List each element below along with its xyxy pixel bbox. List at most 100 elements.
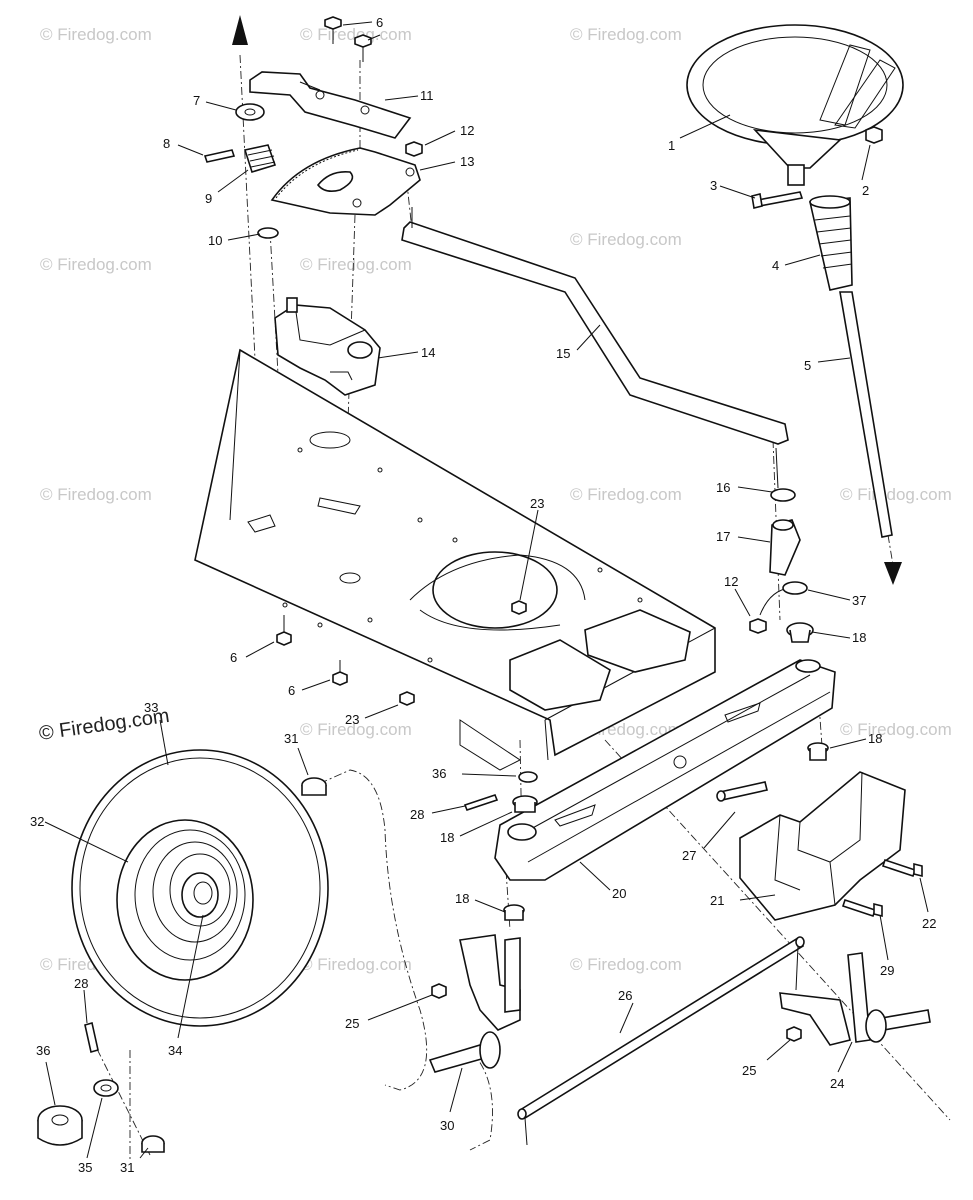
part-18-bushing-bottom <box>503 904 525 921</box>
callout-4: 4 <box>772 258 779 273</box>
callout-34: 34 <box>168 1043 182 1058</box>
watermark: © Firedog.com <box>300 255 412 274</box>
callout-31-upper: 31 <box>284 731 298 746</box>
part-25-nut-right <box>786 1026 802 1042</box>
part-8-pin <box>203 149 236 163</box>
part-7-washer <box>235 103 265 121</box>
watermark: © Firedog.com <box>570 955 682 974</box>
part-18-bushing-top <box>786 622 814 643</box>
callout-18-top: 18 <box>852 630 866 645</box>
part-30-spindle-left <box>428 934 521 1073</box>
arrow-icon <box>232 15 902 585</box>
callout-12-lower: 12 <box>724 574 738 589</box>
part-18-bushing-mid <box>807 742 829 761</box>
callout-6-left: 6 <box>230 650 237 665</box>
callout-22: 22 <box>922 916 936 931</box>
callout-20: 20 <box>612 886 626 901</box>
part-18-bushing-left <box>512 795 538 813</box>
callout-23-left: 23 <box>345 712 359 727</box>
part-22-bolt <box>881 858 923 878</box>
callout-18-left: 18 <box>440 830 454 845</box>
callout-28-upper: 28 <box>410 807 424 822</box>
part-6-bolts-top <box>324 16 372 62</box>
part-28-cotter-pin <box>463 794 499 811</box>
callout-17: 17 <box>716 529 730 544</box>
callout-35: 35 <box>78 1160 92 1175</box>
watermark: © Firedog.com <box>40 25 152 44</box>
part-16-washer <box>770 447 796 502</box>
callout-5: 5 <box>804 358 811 373</box>
part-35-washer <box>93 1079 119 1097</box>
callout-8: 8 <box>163 136 170 151</box>
callout-12-top: 12 <box>460 123 474 138</box>
part-10-bushing <box>257 227 279 239</box>
part-4-boot <box>809 195 853 291</box>
callout-6-mid: 6 <box>288 683 295 698</box>
callout-1: 1 <box>668 138 675 153</box>
callout-labels: 1 2 3 4 5 6 6 6 7 8 9 10 11 12 12 13 14 … <box>30 15 936 1175</box>
callout-9: 9 <box>205 191 212 206</box>
part-23-bolt <box>399 600 527 706</box>
callout-29: 29 <box>880 963 894 978</box>
part-14-support-bracket <box>274 297 381 396</box>
part-12-nut-top <box>405 141 423 157</box>
part-17-pitman-gear <box>769 519 801 576</box>
callout-30: 30 <box>440 1118 454 1133</box>
part-28-cotter-pin-lower <box>84 1021 99 1054</box>
part-11-cover-plate <box>249 71 412 139</box>
watermark: © Firedog.com <box>840 485 952 504</box>
callout-24: 24 <box>830 1076 844 1091</box>
part-20-front-axle <box>494 659 836 881</box>
part-27-pivot-pin <box>716 781 768 802</box>
part-12-nut <box>749 587 791 634</box>
callout-37: 37 <box>852 593 866 608</box>
callout-leaders <box>44 21 929 1159</box>
callout-36-upper: 36 <box>432 766 446 781</box>
watermark: © Firedog.com <box>570 230 682 249</box>
part-29-bolt <box>841 898 883 918</box>
callout-28-lower: 28 <box>74 976 88 991</box>
watermark: © Firedog.com <box>570 25 682 44</box>
callout-23-top: 23 <box>530 496 544 511</box>
callout-36-lower: 36 <box>36 1043 50 1058</box>
callout-2: 2 <box>862 183 869 198</box>
callout-14: 14 <box>421 345 435 360</box>
callout-33: 33 <box>144 700 158 715</box>
callout-32: 32 <box>30 814 44 829</box>
part-31-bushing <box>141 777 327 1153</box>
callout-21: 21 <box>710 893 724 908</box>
part-21-axle-bracket <box>739 771 906 921</box>
part-36-spacer <box>518 771 538 783</box>
part-15-drag-link <box>401 207 789 445</box>
part-33-tire <box>71 749 329 1027</box>
part-5-steering-shaft <box>839 291 894 566</box>
callout-31-lower: 31 <box>120 1160 134 1175</box>
part-3-bolt <box>751 191 804 209</box>
callout-7: 7 <box>193 93 200 108</box>
callout-25-right: 25 <box>742 1063 756 1078</box>
watermark: © Firedog.com <box>300 955 412 974</box>
callout-10: 10 <box>208 233 222 248</box>
part-1-steering-wheel <box>686 24 904 186</box>
callout-15: 15 <box>556 346 570 361</box>
callout-26: 26 <box>618 988 632 1003</box>
watermark: © Firedog.com <box>40 485 152 504</box>
callout-18-bottom: 18 <box>455 891 469 906</box>
part-9-pinion-gear <box>243 144 277 173</box>
part-36-spacer-lower <box>37 1105 83 1146</box>
callout-11: 11 <box>420 88 434 103</box>
part-6-bolts-lower <box>276 615 348 686</box>
callout-25-left: 25 <box>345 1016 359 1031</box>
watermark: © Firedog.com <box>40 255 152 274</box>
callout-27: 27 <box>682 848 696 863</box>
watermark: © Firedog.com <box>840 720 952 739</box>
callout-18-mid: 18 <box>868 731 882 746</box>
callout-6-top: 6 <box>376 15 383 30</box>
part-25-nut-left <box>431 983 447 999</box>
callout-3: 3 <box>710 178 717 193</box>
callout-16: 16 <box>716 480 730 495</box>
part-frame <box>194 348 716 771</box>
watermark: © Firedog.com <box>570 485 682 504</box>
watermark: © Firedog.com <box>300 720 412 739</box>
